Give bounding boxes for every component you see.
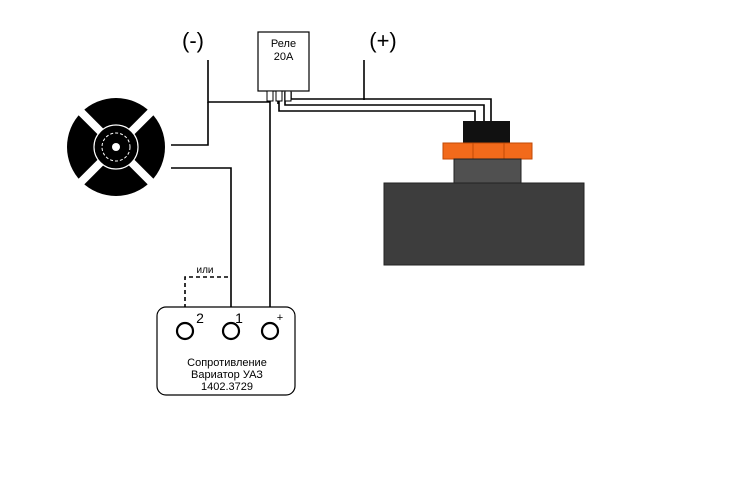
controller: 2 1 + Сопротивление Вариатор УАЗ 1402.37… (156, 306, 296, 396)
minus-label: (-) (182, 28, 204, 53)
terminal-1-label: 1 (235, 310, 243, 326)
relay: Реле 20А (257, 31, 310, 102)
terminal-plus-label: + (277, 312, 283, 324)
terminal-2-label: 2 (196, 310, 204, 326)
controller-line3: 1402.3729 (201, 381, 253, 393)
relay-label-line2: 20А (274, 51, 294, 63)
terminal-2 (175, 321, 195, 341)
heater-motor (383, 121, 585, 266)
terminal-plus (260, 321, 280, 341)
controller-line1: Сопротивление (187, 357, 267, 369)
fan-icon (67, 98, 165, 196)
alt-label: или (196, 265, 213, 276)
plus-label: (+) (369, 28, 397, 53)
relay-label-line1: Реле (271, 38, 296, 50)
terminal-1 (221, 321, 241, 341)
controller-line2: Вариатор УАЗ (191, 369, 263, 381)
